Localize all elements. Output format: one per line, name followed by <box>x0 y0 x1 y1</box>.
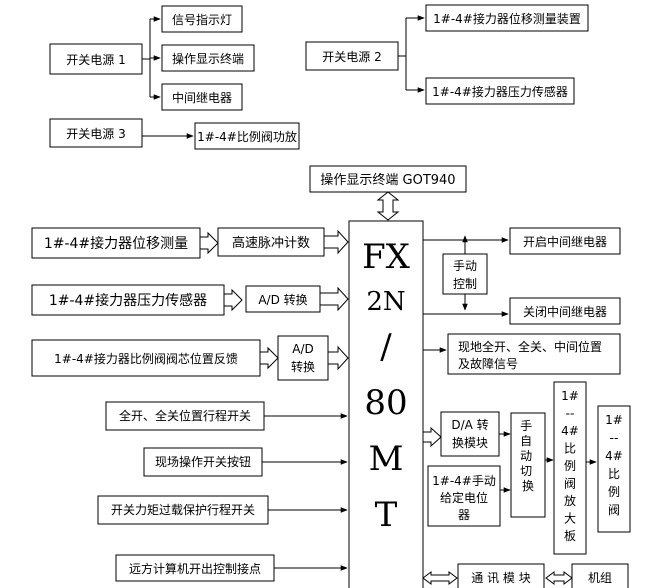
input-torque-switch-row: 开关力矩过载保护行程开关 <box>97 495 348 525</box>
field-button-label: 现场操作开关按钮 <box>155 454 251 469</box>
open-relay-label: 开启中间继电器 <box>523 234 607 249</box>
got940-box <box>309 165 467 193</box>
manual-setpoint-line2: 给定电位 <box>440 490 488 505</box>
ad-convert-2-line2: 转换 <box>291 359 315 374</box>
amp-lines-line-1: 1# <box>561 389 579 403</box>
valve-amplifier-power-label: 1#-4#比例阀功放 <box>197 129 297 144</box>
display-terminal-label: 操作显示终端 <box>172 51 244 66</box>
amp-lines-line-8: 大 <box>564 512 576 526</box>
switch-char-2: 自 <box>520 434 532 448</box>
relay-label: 中间继电器 <box>172 90 232 105</box>
displacement-label: 1#-4#接力器位移测量 <box>44 235 188 252</box>
plc-line-6: T <box>375 495 398 535</box>
pressure-sensor-label: 1#-4#接力器压力传感器 <box>49 292 207 309</box>
power-supply-2-group: 开关电源 2 1#-4#接力器位移测量装置 1#-4#接力器压力传感器 <box>305 4 589 105</box>
valve-lines-line-3: 4# <box>605 449 623 463</box>
valve-lines-line-4: 比 <box>608 467 620 481</box>
valve-feedback-label: 1#-4#接力器比例阀阀芯位置反馈 <box>54 351 238 366</box>
valve-lines-line-1: 1# <box>605 413 623 427</box>
auto-manual-switch-label: 手 自 动 切 换 <box>520 419 536 493</box>
plc-line-1: FX <box>362 237 411 277</box>
manual-control-line1: 手动 <box>453 259 477 273</box>
torque-switch-label: 开关力矩过载保护行程开关 <box>111 502 255 517</box>
limit-switch-label: 全开、全关位置行程开关 <box>119 408 251 423</box>
amp-lines-line-3: 4# <box>561 424 579 438</box>
amp-lines-line-7: 放 <box>564 493 576 508</box>
power-supply-3-label: 开关电源 3 <box>66 127 125 141</box>
field-signal-line2: 及故障信号 <box>458 356 518 371</box>
close-relay-label: 关闭中间继电器 <box>523 304 607 319</box>
plc-line-4: 80 <box>364 383 407 423</box>
terminal-link-arrow <box>376 191 400 221</box>
amp-lines-line-2: -- <box>566 407 575 421</box>
power-supply-2-label: 开关电源 2 <box>322 50 381 64</box>
amp-lines-line-6: 阀 <box>564 477 576 491</box>
amp-lines-line-5: 例 <box>564 459 576 473</box>
input-pressure-row: 1#-4#接力器压力传感器 A/D 转换 <box>31 284 349 316</box>
input-valve-feedback-row: 1#-4#接力器比例阀阀芯位置反馈 A/D 转换 <box>31 335 349 381</box>
pressure-sensor-top-label: 1#-4#接力器压力传感器 <box>432 84 568 99</box>
field-signal-line1: 现地全开、全关、中间位置 <box>458 339 602 354</box>
plc-line-5: M <box>369 439 404 479</box>
ad-convert-2-line1: A/D <box>292 342 314 356</box>
plc-line-2: 2N <box>366 287 405 317</box>
input-displacement-row: 1#-4#接力器位移测量 高速脉冲计数 <box>31 227 349 259</box>
manual-setpoint-line3: 器 <box>458 508 470 522</box>
ad-convert-1-label: A/D 转换 <box>258 292 307 307</box>
output-relays-group: 开启中间继电器 手动 控制 关闭中间继电器 <box>423 227 621 325</box>
valve-lines-line-6: 阀 <box>608 503 620 517</box>
pulse-counter-label: 高速脉冲计数 <box>232 235 310 251</box>
got940-label: 操作显示终端 GOT940 <box>320 172 455 188</box>
plc-line-3: / <box>380 327 392 367</box>
manual-setpoint-line1: 1#-4#手动 <box>432 474 496 488</box>
power-supply-1-group: 开关电源 1 信号指示灯 操作显示终端 中间继电器 <box>49 5 255 111</box>
input-remote-contact-row: 远方计算机开出控制接点 <box>115 554 348 582</box>
switch-char-4: 切 <box>520 464 532 478</box>
remote-contact-label: 远方计算机开出控制接点 <box>129 561 261 576</box>
output-field-signal-group: 现地全开、全关、中间位置 及故障信号 <box>423 333 621 375</box>
switch-char-3: 动 <box>520 449 532 463</box>
manual-control-line2: 控制 <box>453 277 477 291</box>
output-comm-group: 通 讯 模 块 机组 <box>422 563 629 588</box>
power-supply-3-group: 开关电源 3 1#-4#比例阀功放 <box>49 118 300 150</box>
amp-lines-line-9: 板 <box>564 529 576 543</box>
signal-lamp-label: 信号指示灯 <box>172 12 232 27</box>
da-module-line1: D/A 转 <box>451 417 488 432</box>
switch-char-1: 手 <box>520 419 532 433</box>
switch-char-5: 换 <box>522 479 534 493</box>
valve-lines-line-2: -- <box>610 431 619 445</box>
plc-block <box>348 220 424 588</box>
displacement-device-label: 1#-4#接力器位移测量装置 <box>433 11 581 26</box>
input-field-button-row: 现场操作开关按钮 <box>143 447 348 477</box>
proportional-valve-label: 1# -- 4# 比例阀 <box>605 413 623 517</box>
valve-lines-line-5: 例 <box>608 485 620 499</box>
power-supply-1-label: 开关电源 1 <box>66 53 125 67</box>
comm-module-label: 通 讯 模 块 <box>471 571 530 585</box>
unit-group-label: 机组 <box>588 571 612 585</box>
input-limit-switch-row: 全开、全关位置行程开关 <box>105 401 348 431</box>
amp-lines-line-4: 比 <box>564 442 576 456</box>
output-analog-group: D/A 转 换模块 1#-4#手动 给定电位 器 手 自 动 切 换 1# -- 4… <box>422 381 631 555</box>
da-module-line2: 换模块 <box>452 436 488 450</box>
